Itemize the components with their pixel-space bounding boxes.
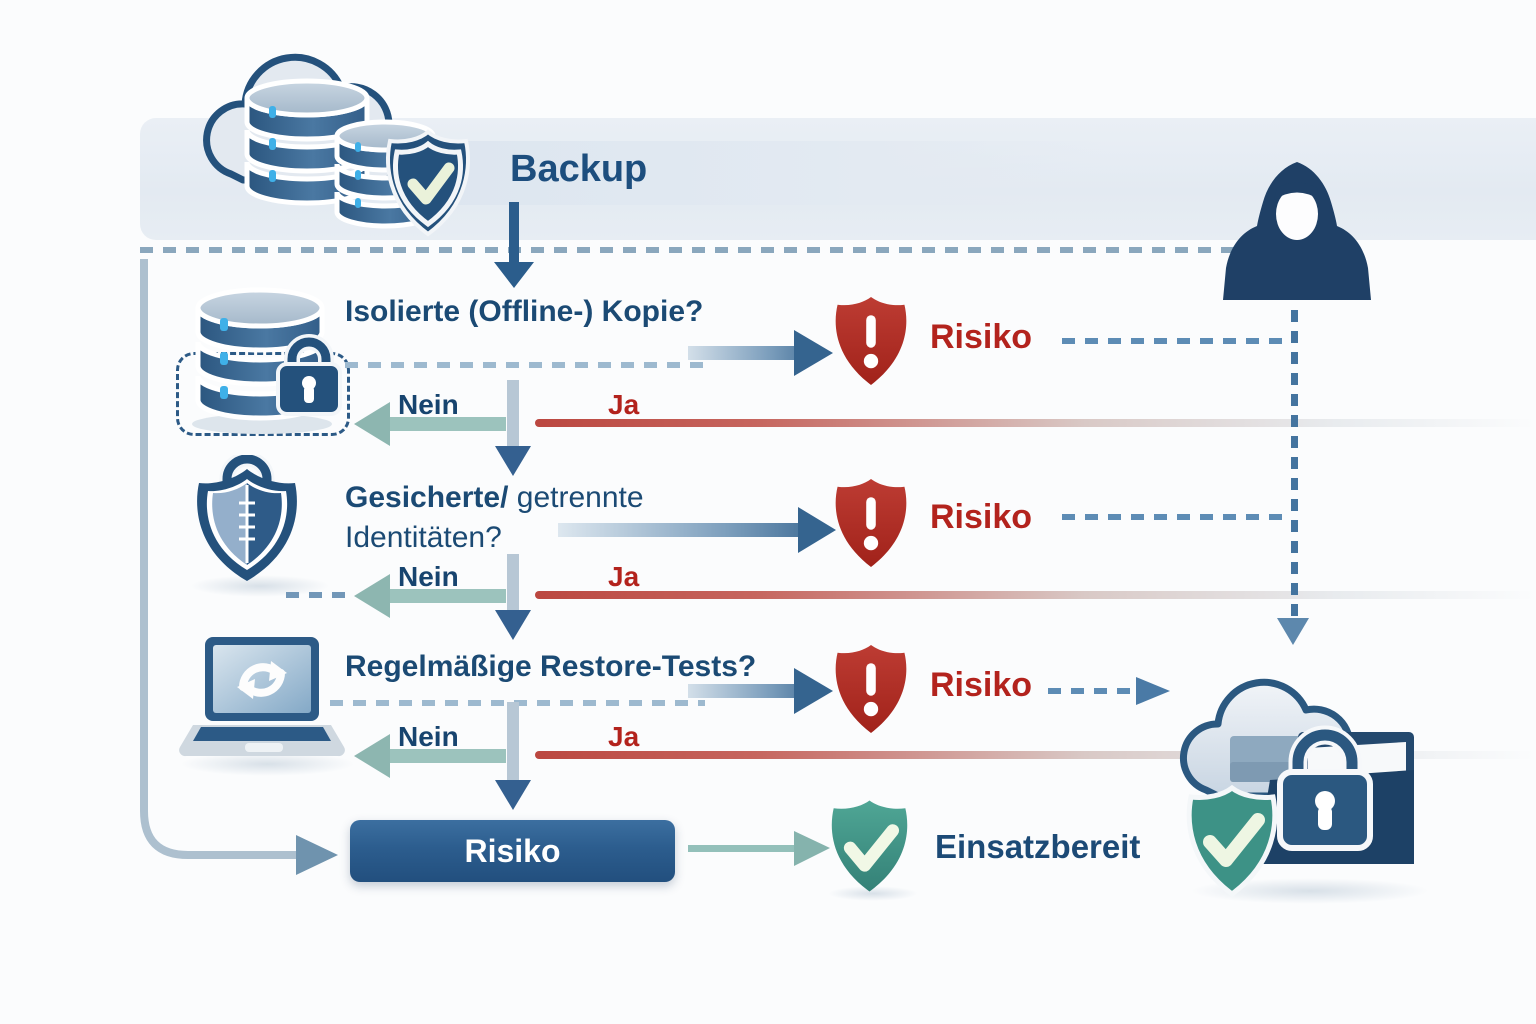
- outcome-arrow-shaft: [688, 845, 796, 852]
- arrow-down-3: [495, 702, 531, 810]
- attacker-dashed-path: [1291, 310, 1298, 616]
- yes-line-2: [535, 591, 1536, 599]
- risk-label-3: Risiko: [930, 666, 1033, 704]
- risk-3-dashed-arrowhead: [1136, 677, 1170, 705]
- attacker-path-arrowhead: [1277, 618, 1309, 645]
- risk-result-box: Risiko: [350, 820, 675, 882]
- left-bypass-connector: [140, 259, 338, 875]
- ready-label: Einsatzbereit: [935, 828, 1141, 865]
- offline-copy-dashed-outline: [176, 352, 350, 436]
- question-2-line2: Identitäten?: [345, 521, 502, 554]
- no-arrow-1: [354, 402, 506, 446]
- yes-label-1: Ja: [608, 389, 640, 420]
- yes-line-3: [535, 751, 1536, 759]
- no-label-3: Nein: [398, 721, 459, 752]
- yes-label-2: Ja: [608, 561, 640, 592]
- question-2-line1: Gesicherte/ getrennte: [345, 481, 644, 515]
- laptop-sync-icon: [179, 637, 345, 757]
- risk-1-to-attacker-dashed: [1062, 338, 1288, 344]
- alert-shield-icon: [835, 645, 907, 733]
- no-label-1: Nein: [398, 389, 459, 420]
- question-2-bold: Gesicherte/: [345, 481, 509, 514]
- risk-box-label: Risiko: [464, 832, 561, 869]
- cloud-database-shield-check-icon: [203, 53, 470, 237]
- hooded-attacker-icon: [1223, 162, 1371, 300]
- arrow-down-2: [495, 554, 531, 640]
- arrow-to-risk-2: [558, 507, 836, 553]
- question-1: Isolierte (Offline-) Kopie?: [345, 295, 704, 328]
- header-title-band: [437, 141, 1105, 205]
- alert-shield-icon: [835, 479, 907, 567]
- no-arrow-3: [354, 734, 506, 778]
- arrow-down-from-backup: [494, 202, 534, 288]
- arrow-down-1: [495, 380, 531, 476]
- question-1-dashed-line: [345, 362, 705, 368]
- alert-shield-icon: [835, 297, 907, 385]
- risk-3-dashed-arrow-line: [1048, 688, 1136, 694]
- arrow-to-risk-3: [688, 668, 833, 714]
- shield-lock-shadow: [190, 575, 330, 597]
- ready-shield-shadow: [828, 886, 918, 901]
- database-lock-icon: [192, 287, 342, 434]
- risk-2-to-attacker-dashed: [1062, 514, 1288, 520]
- yes-label-3: Ja: [608, 721, 640, 752]
- risk-label-2: Risiko: [930, 498, 1033, 536]
- yes-line-1: [535, 419, 1536, 427]
- protected-cloud-folder-lock-icon: [1180, 678, 1414, 898]
- no-arrow-2: [354, 574, 506, 618]
- no-label-2: Nein: [398, 561, 459, 592]
- no-2-dashed-stub: [286, 592, 352, 598]
- arrow-to-risk-1: [688, 330, 833, 376]
- shield-lock-icon: [197, 455, 297, 581]
- outcome-arrowhead: [794, 831, 830, 866]
- diagram-title: Backup: [510, 148, 648, 190]
- top-dashed-separator: [140, 247, 1245, 253]
- risk-label-1: Risiko: [930, 318, 1033, 356]
- check-shield-icon: [831, 800, 908, 892]
- question-2-rest: getrennte: [508, 481, 644, 514]
- question-3: Regelmäßige Restore-Tests?: [345, 650, 757, 683]
